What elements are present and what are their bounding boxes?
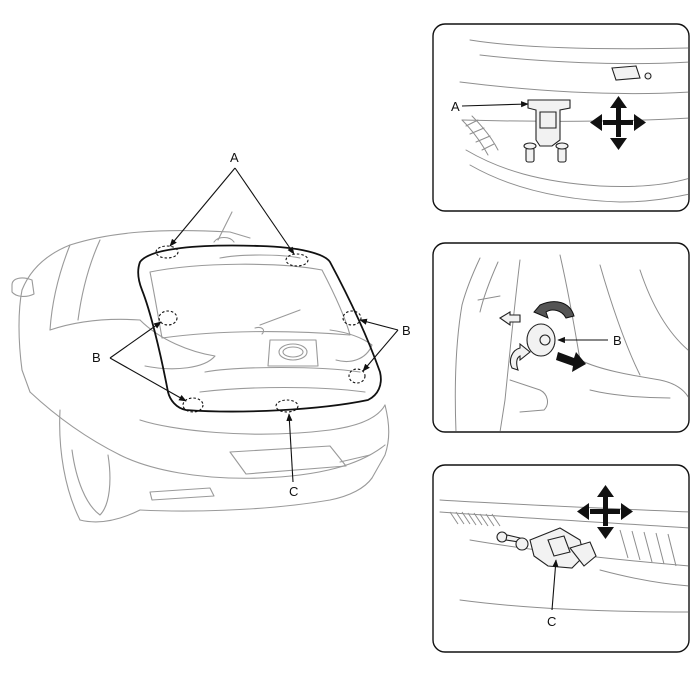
clip-c-location [275,399,299,413]
label-b-detail: B [613,333,622,348]
label-b-main-right: B [402,323,411,338]
detail-panel-c: C [432,464,690,653]
car-rear-view: A B B C [11,150,411,523]
clip-a-left-location [155,245,179,259]
label-c-main: C [289,484,298,499]
detail-panel-a: A [432,23,690,212]
label-c-detail: C [547,614,556,629]
label-a-main: A [230,150,239,165]
clip-b-lower-right-location [348,368,366,384]
clip-b-upper-left-location [158,310,178,326]
tailgate-outline [137,244,382,413]
detail-panel-b: B [432,242,690,433]
move-direction-arrows-a [590,96,646,150]
clip-b-lower-left-location [182,397,204,413]
clip-b-upper-right-location [342,310,362,326]
label-b-main-left: B [92,350,101,365]
label-a-detail: A [451,99,460,114]
clip-a-right-location [285,253,309,267]
move-direction-arrows-c [577,485,633,539]
